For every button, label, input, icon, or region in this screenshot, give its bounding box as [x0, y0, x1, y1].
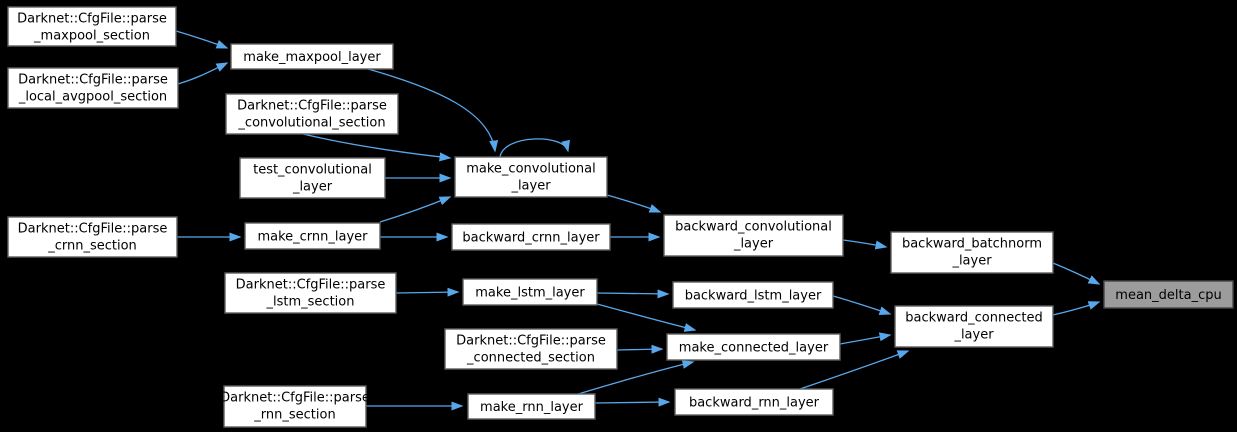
node-label-make-rnn-layer: make_rnn_layer	[480, 400, 584, 415]
node-parse-crnn-section[interactable]: Darknet::CfgFile::parse_crnn_section	[7, 216, 178, 258]
node-backward-lstm-layer[interactable]: backward_lstm_layer	[672, 281, 834, 309]
node-box-parse-rnn-section[interactable]	[223, 385, 367, 428]
node-make-maxpool-layer[interactable]: make_maxpool_layer	[230, 43, 394, 70]
node-label-parse-convolutional-section: Darknet::CfgFile::parse_convolutional_se…	[237, 99, 387, 131]
node-box-make-rnn-layer[interactable]	[467, 393, 596, 420]
node-box-parse-local-avgpool-section[interactable]	[7, 67, 179, 109]
node-make-connected-layer[interactable]: make_connected_layer	[666, 333, 841, 361]
node-label-parse-maxpool-section: Darknet::CfgFile::parse_maxpool_section	[17, 12, 167, 44]
node-label-parse-connected-section: Darknet::CfgFile::parse_connected_sectio…	[456, 334, 606, 366]
node-make-lstm-layer[interactable]: make_lstm_layer	[462, 278, 598, 306]
edge-make-rnn-layer--make-connected-layer	[577, 360, 695, 395]
node-label-make-lstm-layer: make_lstm_layer	[475, 286, 585, 301]
node-label-parse-local-avgpool-section: Darknet::CfgFile::parse_local_avgpool_se…	[18, 73, 168, 105]
node-box-backward-connected-layer[interactable]	[894, 305, 1054, 348]
node-box-backward-batchnorm-layer[interactable]	[890, 231, 1054, 274]
node-box-make-crnn-layer[interactable]	[244, 222, 381, 250]
node-make-crnn-layer[interactable]: make_crnn_layer	[244, 222, 381, 250]
node-box-parse-lstm-section[interactable]	[224, 272, 397, 314]
node-parse-connected-section[interactable]: Darknet::CfgFile::parse_connected_sectio…	[444, 328, 618, 370]
node-backward-connected-layer[interactable]: backward_connected_layer	[894, 305, 1054, 348]
node-backward-convolutional-layer[interactable]: backward_convolutional_layer	[663, 214, 844, 257]
node-label-backward-convolutional-layer: backward_convolutional_layer	[675, 220, 832, 252]
node-box-make-maxpool-layer[interactable]	[230, 43, 394, 70]
node-make-convolutional-layer[interactable]: make_convolutional_layer	[454, 156, 608, 198]
edge-backward-lstm-layer--backward-connected-layer	[832, 295, 892, 315]
node-label-parse-rnn-section: Darknet::CfgFile::parse_rnn_section	[220, 391, 370, 423]
node-box-backward-crnn-layer[interactable]	[451, 223, 611, 251]
edge-backward-convolutional-layer--backward-batchnorm-layer	[842, 239, 888, 250]
node-backward-rnn-layer[interactable]: backward_rnn_layer	[674, 388, 834, 416]
node-backward-crnn-layer[interactable]: backward_crnn_layer	[451, 223, 611, 251]
edge-make-connected-layer--backward-connected-layer	[839, 332, 892, 345]
node-box-backward-convolutional-layer[interactable]	[663, 214, 844, 257]
node-label-backward-crnn-layer: backward_crnn_layer	[462, 231, 600, 246]
node-mean-delta-cpu: mean_delta_cpu	[1103, 280, 1234, 309]
edge-make-convolutional-layer--make-convolutional-layer-self-loop	[499, 138, 570, 158]
edge-parse-maxpool-section--make-maxpool-layer	[175, 30, 229, 49]
node-label-make-maxpool-layer: make_maxpool_layer	[243, 50, 381, 65]
node-label-make-connected-layer: make_connected_layer	[679, 341, 829, 356]
node-parse-local-avgpool-section[interactable]: Darknet::CfgFile::parse_local_avgpool_se…	[7, 67, 179, 109]
edge-parse-convolutional-section--make-convolutional-layer	[302, 133, 452, 162]
node-box-parse-connected-section[interactable]	[444, 328, 618, 370]
node-label-test-convolutional-layer: test_convolutional_layer	[253, 163, 372, 195]
edge-backward-rnn-layer--backward-connected-layer	[799, 350, 910, 390]
edge-parse-connected-section--make-connected-layer	[616, 344, 664, 354]
node-label-backward-rnn-layer: backward_rnn_layer	[689, 396, 820, 411]
node-label-mean-delta-cpu: mean_delta_cpu	[1115, 288, 1221, 303]
node-box-backward-lstm-layer[interactable]	[672, 281, 834, 309]
edge-parse-local-avgpool-section--make-maxpool-layer	[177, 62, 229, 85]
node-parse-maxpool-section[interactable]: Darknet::CfgFile::parse_maxpool_section	[7, 6, 177, 47]
node-parse-convolutional-section[interactable]: Darknet::CfgFile::parse_convolutional_se…	[225, 93, 399, 135]
edge-make-lstm-layer--backward-lstm-layer	[596, 289, 670, 299]
node-box-parse-convolutional-section[interactable]	[225, 93, 399, 135]
node-label-parse-lstm-section: Darknet::CfgFile::parse_lstm_section	[236, 278, 386, 310]
node-label-parse-crnn-section: Darknet::CfgFile::parse_crnn_section	[18, 222, 168, 254]
edge-make-convolutional-layer--backward-convolutional-layer	[606, 194, 662, 213]
node-label-make-crnn-layer: make_crnn_layer	[257, 230, 368, 245]
edge-make-crnn-layer--make-convolutional-layer	[379, 196, 452, 223]
edge-make-maxpool-layer--make-convolutional-layer	[367, 68, 499, 153]
node-label-make-convolutional-layer: make_convolutional_layer	[466, 162, 596, 194]
node-make-rnn-layer[interactable]: make_rnn_layer	[467, 393, 596, 420]
node-label-backward-batchnorm-layer: backward_batchnorm_layer	[902, 237, 1042, 269]
node-parse-lstm-section[interactable]: Darknet::CfgFile::parse_lstm_section	[224, 272, 397, 314]
node-test-convolutional-layer[interactable]: test_convolutional_layer	[239, 157, 386, 199]
node-box-make-connected-layer[interactable]	[666, 333, 841, 361]
node-box-make-convolutional-layer[interactable]	[454, 156, 608, 198]
node-box-backward-rnn-layer[interactable]	[674, 388, 834, 416]
node-box-mean-delta-cpu	[1103, 280, 1234, 309]
edge-make-rnn-layer--backward-rnn-layer	[594, 397, 671, 407]
edge-backward-connected-layer--mean-delta-cpu	[1052, 301, 1101, 316]
node-box-parse-maxpool-section[interactable]	[7, 6, 177, 47]
edge-parse-lstm-section--make-lstm-layer	[395, 287, 460, 297]
node-backward-batchnorm-layer[interactable]: backward_batchnorm_layer	[890, 231, 1054, 274]
edge-backward-batchnorm-layer--mean-delta-cpu	[1052, 262, 1101, 285]
node-parse-rnn-section[interactable]: Darknet::CfgFile::parse_rnn_section	[220, 385, 370, 428]
edge-make-lstm-layer--make-connected-layer	[596, 303, 697, 332]
node-label-backward-connected-layer: backward_connected_layer	[905, 311, 1042, 343]
node-box-parse-crnn-section[interactable]	[7, 216, 178, 258]
node-box-test-convolutional-layer[interactable]	[239, 157, 386, 199]
node-label-backward-lstm-layer: backward_lstm_layer	[685, 289, 822, 304]
node-box-make-lstm-layer[interactable]	[462, 278, 598, 306]
